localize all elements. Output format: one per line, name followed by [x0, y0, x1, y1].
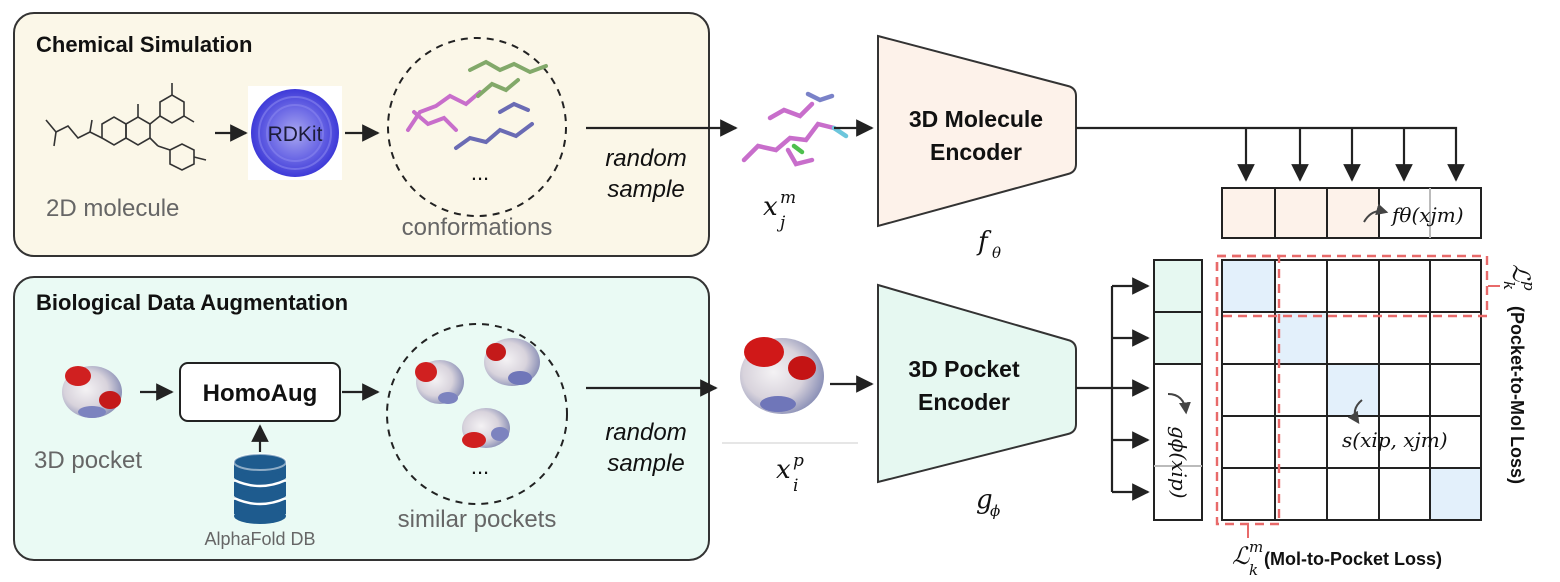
conformations-cluster: ... [387, 37, 567, 217]
conformations-ellipsis: ... [471, 160, 489, 185]
pocket-encoder-output-fan [1076, 277, 1150, 501]
similarity-matrix: s(xip, xjm) [1215, 254, 1500, 538]
pocket-encoder-line2: Encoder [918, 389, 1010, 415]
rdkit-logo: RDKit [248, 86, 342, 180]
svg-text:x: x [763, 192, 778, 222]
svg-text:k: k [1249, 561, 1258, 579]
mol-encoder-line1: 3D Molecule [909, 106, 1043, 132]
xip-symbol: x p i [776, 451, 804, 496]
svg-text:m: m [780, 188, 796, 208]
svg-text:ℒ: ℒ [1232, 542, 1250, 570]
bio-random-line1: random [605, 419, 686, 446]
conformations-label: conformations [402, 214, 553, 241]
pocket-encoder: 3D Pocket Encoder [877, 283, 1077, 484]
similar-pocket-3 [462, 408, 510, 448]
xjm-symbol: x m j [763, 188, 796, 233]
f-theta-symbol: f θ [976, 227, 1001, 262]
bio-panel-box [13, 276, 710, 561]
rdkit-label: RDKit [268, 123, 323, 146]
database-icon [233, 453, 287, 524]
svg-text:i: i [793, 476, 798, 496]
matrix-grid [1221, 259, 1482, 521]
chemical-simulation-panel: Chemical Simulation 2D molecule [13, 12, 710, 257]
mol-encoder-line2: Encoder [930, 139, 1022, 165]
pocket-embedding-column: gϕ(xip) [1153, 259, 1203, 521]
svg-text:θ: θ [992, 244, 1001, 262]
pocket-to-mol-loss-label: ℒ p k (Pocket-to-Mol Loss) [1500, 264, 1538, 484]
svg-text:j: j [776, 213, 786, 233]
sampled-pocket [740, 337, 824, 414]
pocket-label: 3D pocket [34, 447, 142, 474]
pocket-small [62, 366, 122, 418]
svg-text:p: p [793, 451, 804, 471]
chem-panel-title: Chemical Simulation [36, 32, 252, 57]
mol-to-pocket-loss-label: ℒ m k (Mol-to-Pocket Loss) [1232, 538, 1442, 579]
mol-encoder: 3D Molecule Encoder [877, 34, 1077, 228]
homoaug-box [179, 362, 341, 422]
top-embedding-label: fθ(xjm) [1390, 203, 1464, 227]
mol-loss-text: (Mol-to-Pocket Loss) [1264, 549, 1442, 569]
chem-random-line1: random [605, 145, 686, 172]
pocket-encoder-line1: 3D Pocket [908, 356, 1020, 382]
bio-panel-title: Biological Data Augmentation [36, 290, 348, 315]
similar-ellipsis: ... [471, 454, 489, 479]
similar-label: similar pockets [398, 506, 557, 533]
svg-text:m: m [1249, 538, 1263, 556]
biological-augmentation-panel: Biological Data Augmentation 3D pocket H… [13, 276, 710, 561]
col-loss-outline [1215, 254, 1281, 526]
similar-pocket-1 [415, 360, 464, 404]
homoaug-label: HomoAug [203, 380, 318, 407]
alphafold-label: AlphaFold DB [204, 529, 315, 549]
svg-text:p: p [1520, 281, 1538, 291]
molecule-label: 2D molecule [46, 195, 179, 222]
similarity-label: s(xip, xjm) [1342, 428, 1448, 452]
svg-text:ϕ: ϕ [990, 502, 1000, 520]
svg-text:f: f [976, 227, 992, 257]
chem-panel-box [13, 12, 710, 257]
g-phi-symbol: g ϕ [976, 485, 1000, 520]
left-embedding-label: gϕ(xip) [1167, 426, 1191, 499]
matrix-diagonal [1222, 260, 1481, 520]
bio-random-line2: sample [607, 450, 684, 477]
sampled-molecule [741, 91, 849, 167]
2d-molecule-drawing [45, 83, 207, 171]
svg-text:x: x [776, 455, 791, 485]
similar-pockets-cluster: ... [386, 323, 568, 505]
svg-text:ℒ: ℒ [1507, 264, 1535, 282]
similar-pocket-2 [484, 338, 540, 386]
chem-random-line2: sample [607, 176, 684, 203]
svg-text:k: k [1500, 281, 1518, 290]
mol-encoder-output-fan [1076, 126, 1465, 182]
mol-embedding-row: fθ(xjm) [1221, 187, 1482, 239]
svg-text:g: g [976, 485, 993, 515]
pocket-loss-text: (Pocket-to-Mol Loss) [1507, 306, 1527, 484]
